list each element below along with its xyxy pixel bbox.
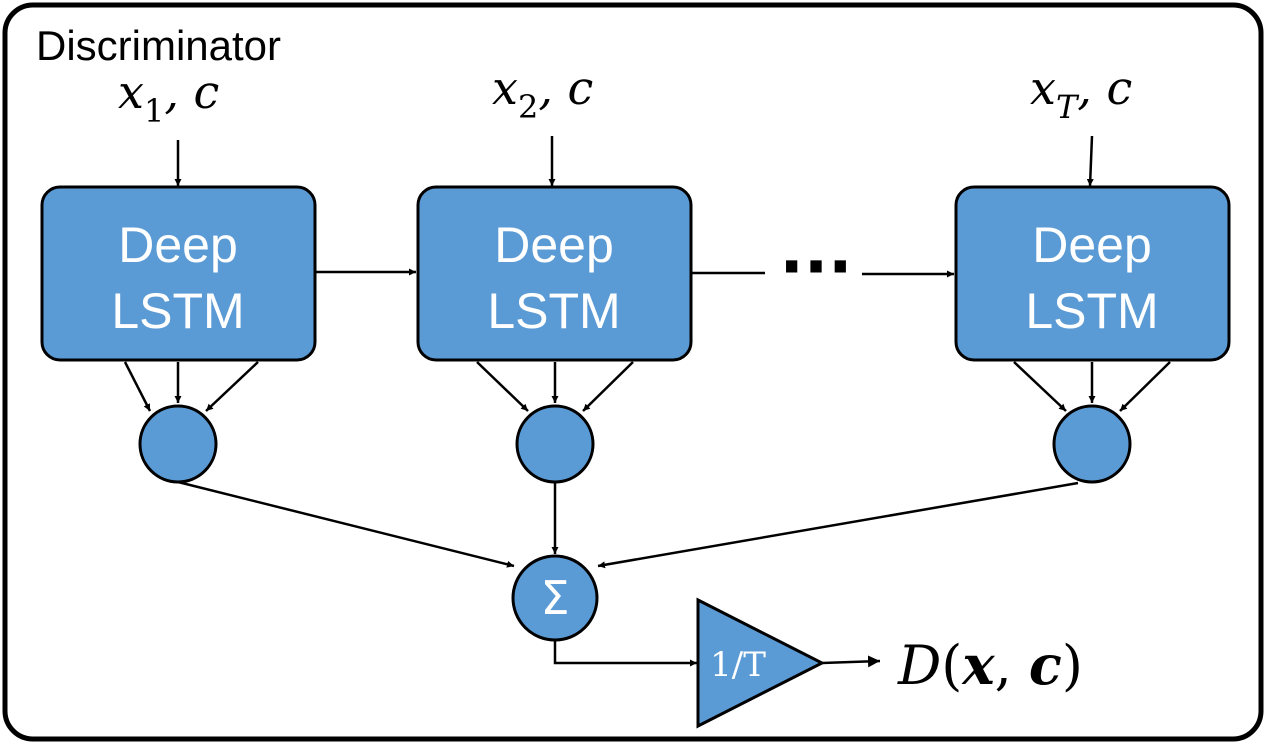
lstm-label-line2: LSTM — [487, 283, 620, 339]
sum-symbol: Σ — [540, 571, 569, 625]
fan-arrows-T — [1013, 361, 1171, 412]
sum-to-scale-arrow — [553, 640, 697, 667]
output-label: D(x, c) — [897, 633, 1083, 697]
output-node-1 — [138, 404, 218, 484]
lstm-label-line1: Deep — [494, 217, 614, 273]
lstm-block-1: Deep LSTM — [40, 185, 317, 362]
input-rest: , c — [164, 65, 219, 119]
output-node-T — [1052, 404, 1132, 484]
fan-arrows-1 — [123, 361, 259, 412]
input-arrow-T — [1086, 135, 1094, 187]
input-rest: , c — [1077, 61, 1132, 115]
output-arg-c: c — [1029, 633, 1062, 697]
lstm-label-line1: Deep — [118, 217, 238, 273]
ellipsis: ··· — [780, 231, 853, 305]
input-label-T: xT, c — [1030, 61, 1132, 126]
lstm-block-2: Deep LSTM — [416, 185, 693, 362]
output-func: D — [897, 634, 941, 697]
input-label-2: x2, c — [492, 61, 593, 126]
lstm-block-T: Deep LSTM — [954, 185, 1231, 362]
input-sub: T — [1056, 88, 1080, 126]
output-node-2 — [515, 404, 595, 484]
output-arg-x: x — [961, 633, 995, 697]
input-rest: , c — [538, 61, 593, 115]
input-var: x — [118, 65, 144, 119]
output-arrow — [821, 655, 881, 668]
fan-arrows-2 — [476, 361, 634, 412]
lstm-label-line2: LSTM — [1025, 283, 1158, 339]
input-label-1: x1, c — [118, 65, 219, 130]
output-open-paren: ( — [941, 634, 962, 697]
output-close-paren: ) — [1062, 634, 1083, 697]
input-var: x — [492, 61, 518, 115]
input-sub: 1 — [144, 92, 164, 130]
output-sep: , — [995, 634, 1012, 697]
lstm-label-line1: Deep — [1032, 217, 1152, 273]
scale-triangle — [696, 597, 826, 729]
sum-arrow-1 — [177, 480, 515, 568]
output-space — [1012, 634, 1029, 697]
input-var: x — [1030, 61, 1056, 115]
diagram-title: Discriminator — [36, 22, 281, 69]
scale-label: 1/T — [710, 645, 766, 685]
input-sub: 2 — [518, 88, 538, 126]
sum-arrow-T — [597, 481, 1079, 569]
lstm-label-line2: LSTM — [111, 283, 244, 339]
